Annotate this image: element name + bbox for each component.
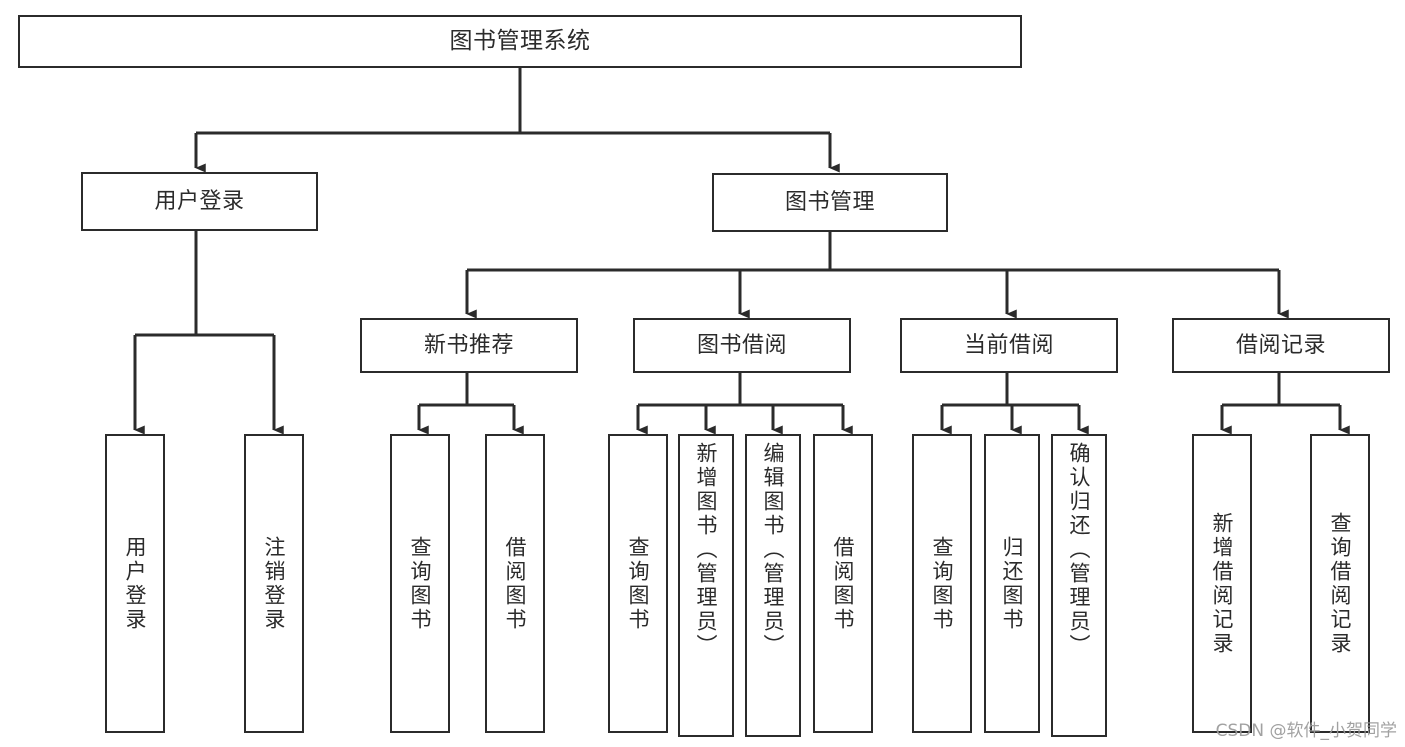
node-book-borrow[interactable]: 图书借阅 (633, 318, 851, 373)
node-leaf-cb-query-book-label: 查询图书 (930, 535, 955, 632)
node-root-system[interactable]: 图书管理系统 (18, 15, 1022, 68)
node-new-book-recommend-label: 新书推荐 (423, 332, 514, 358)
node-leaf-bb-query-book[interactable]: 查询图书 (608, 434, 668, 733)
node-leaf-br-query-record[interactable]: 查询借阅记录 (1310, 434, 1370, 733)
node-leaf-br-add-record[interactable]: 新增借阅记录 (1192, 434, 1252, 733)
node-book-manage[interactable]: 图书管理 (712, 173, 948, 232)
node-current-borrow-label: 当前借阅 (963, 332, 1054, 358)
node-leaf-cb-confirm-return[interactable]: 确认归还（管理员） (1051, 434, 1107, 737)
node-leaf-br-query-record-label: 查询借阅记录 (1328, 511, 1353, 656)
node-leaf-bb-add-book-label: 新增图书（管理员） (694, 442, 719, 658)
node-borrow-records[interactable]: 借阅记录 (1172, 318, 1390, 373)
node-leaf-user-login-do-label: 用户登录 (123, 535, 148, 632)
node-user-login-label: 用户登录 (154, 188, 245, 214)
node-book-borrow-label: 图书借阅 (696, 332, 787, 358)
node-leaf-user-logout[interactable]: 注销登录 (244, 434, 304, 733)
node-leaf-bb-edit-book[interactable]: 编辑图书（管理员） (745, 434, 801, 737)
node-leaf-user-login-do[interactable]: 用户登录 (105, 434, 165, 733)
node-leaf-cb-confirm-return-label: 确认归还（管理员） (1067, 442, 1092, 658)
node-borrow-records-label: 借阅记录 (1235, 332, 1326, 358)
node-leaf-nb-query-book-label: 查询图书 (408, 535, 433, 632)
node-leaf-nb-query-book[interactable]: 查询图书 (390, 434, 450, 733)
node-leaf-user-logout-label: 注销登录 (262, 535, 287, 632)
node-current-borrow[interactable]: 当前借阅 (900, 318, 1118, 373)
node-new-book-recommend[interactable]: 新书推荐 (360, 318, 578, 373)
node-leaf-bb-borrow-book[interactable]: 借阅图书 (813, 434, 873, 733)
node-root-label: 图书管理系统 (449, 27, 591, 54)
node-book-manage-label: 图书管理 (784, 189, 875, 215)
node-leaf-cb-return-book-label: 归还图书 (1000, 535, 1025, 632)
node-leaf-cb-return-book[interactable]: 归还图书 (984, 434, 1040, 733)
node-leaf-br-add-record-label: 新增借阅记录 (1210, 511, 1235, 656)
node-leaf-bb-add-book[interactable]: 新增图书（管理员） (678, 434, 734, 737)
node-leaf-cb-query-book[interactable]: 查询图书 (912, 434, 972, 733)
node-leaf-nb-borrow-book[interactable]: 借阅图书 (485, 434, 545, 733)
node-leaf-bb-edit-book-label: 编辑图书（管理员） (761, 442, 786, 658)
csdn-watermark: CSDN @软件_小贺同学 (1215, 721, 1397, 741)
node-leaf-bb-query-book-label: 查询图书 (626, 535, 651, 632)
node-leaf-nb-borrow-book-label: 借阅图书 (503, 535, 528, 632)
node-user-login[interactable]: 用户登录 (81, 172, 318, 231)
node-leaf-bb-borrow-book-label: 借阅图书 (831, 535, 856, 632)
